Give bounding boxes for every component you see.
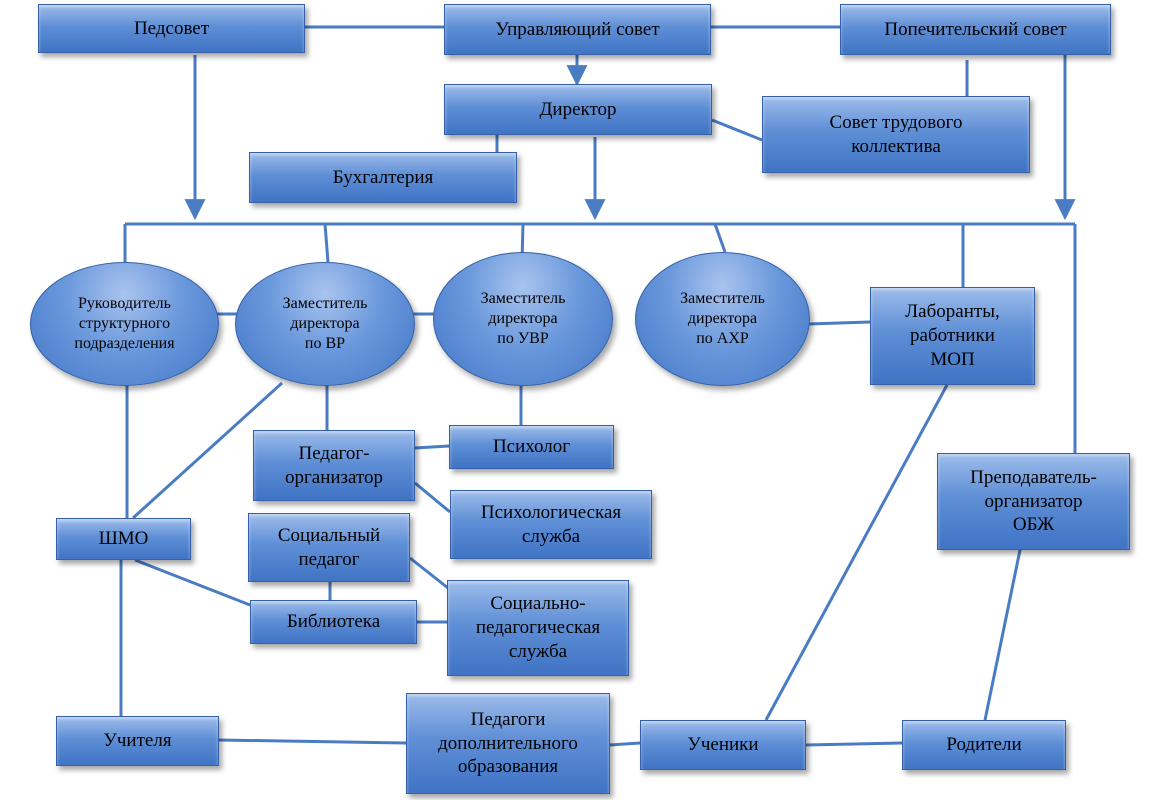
node-label: Попечительский совет [884,18,1067,40]
node-upravlyayushchiy-sovet: Управляющий совет [444,4,711,55]
node-label: Директор [539,98,617,120]
node-label: Социальный педагог [277,524,381,570]
drop-zam-akhr [713,223,727,253]
node-pedsovet: Педсовет [38,4,305,53]
node-label: Заместитель директора по УВР [480,290,566,347]
node-popechitelskiy-sovet: Попечительский совет [840,4,1111,55]
node-label: ШМО [98,528,149,550]
line-direktor-sovet-truda [711,118,763,142]
node-biblioteka: Библиотека [250,600,417,644]
node-label: Психолог [492,436,571,458]
node-pedagogi-dop-obrazovaniya: Педагоги дополнительного образования [406,693,610,794]
node-pedagog-organizator: Педагог- организатор [253,430,415,501]
node-label: Заместитель директора по ВР [282,295,368,352]
node-label: Руководитель структурного подразделения [74,295,175,352]
node-psikholog: Психолог [449,425,614,469]
node-label: Заместитель директора по АХР [680,290,765,347]
node-sotsialnyy-pedagog: Социальный педагог [248,513,410,582]
line-zam-vr-shmo [131,381,284,520]
node-sovet-trudovogo-kollektiva: Совет трудового коллектива [762,96,1030,173]
line-uchitelya-pedagogi-dop [218,738,407,745]
line-laboranty-ucheniki [764,384,949,721]
node-label: Лаборанты, работники МОП [905,301,1000,370]
node-label: Педагог- организатор [284,442,384,488]
node-label: Преподаватель- организатор ОБЖ [970,466,1097,536]
drop-zam-vr [323,223,330,263]
node-roditeli: Родители [902,720,1066,770]
line-pedagog-organizator-psikholog [414,444,450,450]
node-shmo: ШМО [56,518,191,560]
node-zam-akhr: Заместитель директора по АХР [635,252,810,386]
line-pedagogi-dop-ucheniki [609,741,641,747]
node-zam-vr: Заместитель директора по ВР [235,262,415,386]
node-bukhgalteriya: Бухгалтерия [249,152,517,203]
line-zam-akhr-laboranty [807,320,871,326]
node-label: Социально- педагогическая служба [475,593,601,662]
node-direktor: Директор [444,84,712,135]
line-sots-pedagog-sots-sluzhba [409,556,449,590]
node-zam-uvr: Заместитель директора по УВР [433,252,613,386]
node-label: Педагоги дополнительного образования [438,708,578,778]
node-label: Психологическая служба [480,501,622,547]
node-label: Ученики [687,734,759,756]
line-ucheniki-roditeli [805,741,903,747]
node-laboranty-mop: Лаборанты, работники МОП [870,287,1035,385]
line-prepodavatel-obzh-roditeli [983,549,1022,721]
node-ucheniki: Ученики [640,720,806,770]
node-rukovoditel-strukturnogo: Руководитель структурного подразделения [30,262,219,386]
node-label: Родители [946,734,1022,756]
node-label: Управляющий совет [495,18,660,40]
node-label: Бухгалтерия [332,166,434,188]
node-label: Педсовет [133,17,210,39]
node-prepodavatel-obzh: Преподаватель- организатор ОБЖ [937,453,1130,550]
node-sotsialno-pedagogicheskaya-sluzhba: Социально- педагогическая служба [447,580,629,676]
node-label: Библиотека [286,611,381,633]
node-label: Совет трудового коллектива [829,111,963,157]
line-shmo-biblioteka [134,558,251,607]
line-pedagog-organizator-psikh-sluzhba [414,481,451,514]
node-uchitelya: Учителя [56,716,219,766]
node-psikhologicheskaya-sluzhba: Психологическая служба [450,490,652,559]
node-label: Учителя [103,730,172,752]
